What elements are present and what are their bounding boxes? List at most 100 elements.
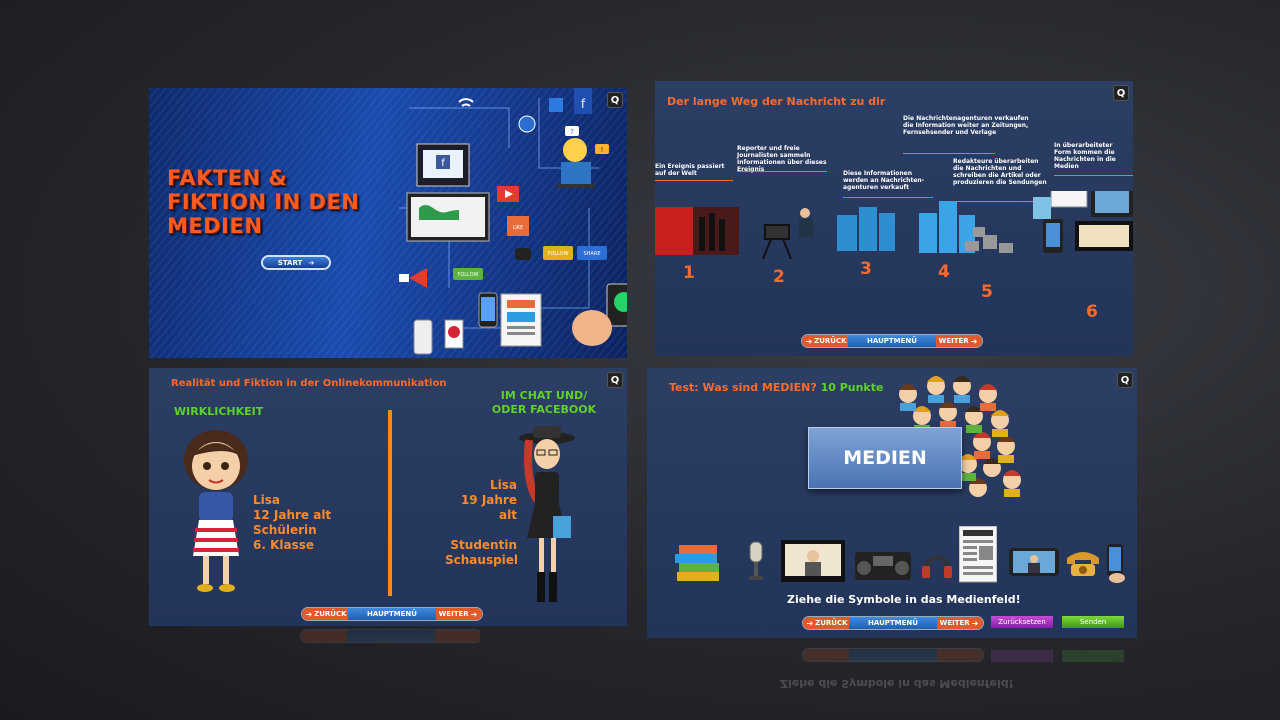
reflected-next xyxy=(937,649,983,661)
svg-text:!: ! xyxy=(601,146,604,154)
next-label: WEITER xyxy=(939,619,970,627)
arrow-left-icon: ➔ xyxy=(805,336,813,346)
step-4-number: 4 xyxy=(938,262,950,282)
quit-button[interactable]: Q xyxy=(1117,372,1133,388)
smartphone-icon[interactable] xyxy=(1105,544,1127,584)
step-6-number: 6 xyxy=(1086,302,1098,322)
info-line xyxy=(445,523,517,538)
lisa-real-info: Lisa 12 Jahre alt Schülerin 6. Klasse xyxy=(253,493,331,553)
send-label: Senden xyxy=(1079,618,1107,626)
send-button[interactable]: Senden xyxy=(1062,616,1124,628)
slide-realitaet-fiktion: Realität und Fiktion in der Onlinekommun… xyxy=(149,368,627,626)
step-line xyxy=(737,171,827,172)
arrow-left-icon: ➔ xyxy=(305,609,313,619)
start-button[interactable]: START ➔ xyxy=(261,255,331,270)
quit-label: Q xyxy=(1116,87,1126,99)
step-5-text: Redakteure überarbeiten die Nachrichten … xyxy=(953,158,1047,186)
title-text: Test: Was sind MEDIEN? xyxy=(669,381,817,394)
heading-line: ODER FACEBOOK xyxy=(491,403,597,416)
points-text: 10 Punkte xyxy=(820,381,884,394)
back-button[interactable]: ➔ZURÜCK xyxy=(802,335,848,347)
heading-line: IM CHAT UND/ xyxy=(500,389,588,402)
reflected-next xyxy=(435,630,480,642)
info-line: 12 Jahre alt xyxy=(253,508,332,522)
main-menu-button[interactable]: HAUPTMENÜ xyxy=(848,335,936,347)
info-line: 6. Klasse xyxy=(253,538,315,552)
quit-button[interactable]: Q xyxy=(1113,85,1129,101)
reflected-send xyxy=(1062,650,1124,662)
quit-button[interactable]: Q xyxy=(607,372,623,388)
back-label: ZURÜCK xyxy=(815,619,848,627)
divider-line xyxy=(388,410,392,596)
headphones-icon[interactable] xyxy=(921,548,953,580)
tablet-video-icon[interactable] xyxy=(1009,548,1059,578)
next-button[interactable]: WEITER➔ xyxy=(436,608,482,620)
slide-title: Realität und Fiktion in der Onlinekommun… xyxy=(171,378,447,389)
instruction-text: Ziehe die Symbole in das Medienfeld! xyxy=(787,593,1021,606)
next-button[interactable]: WEITER➔ xyxy=(936,335,982,347)
arrow-right-icon: ➔ xyxy=(470,609,478,619)
svg-text:LIKE: LIKE xyxy=(513,225,524,231)
step-line xyxy=(1054,175,1133,176)
title-line: FIKTION IN DEN xyxy=(167,190,360,214)
quit-button[interactable]: Q xyxy=(607,92,623,108)
info-line: Lisa xyxy=(253,493,280,507)
left-heading: WIRKLICHKEIT xyxy=(174,405,264,418)
slide-weg-der-nachricht: Der lange Weg der Nachricht zu dir Ein E… xyxy=(655,81,1133,356)
draggable-symbols-row xyxy=(669,526,1129,586)
main-menu-label: HAUPTMENÜ xyxy=(868,619,918,627)
reflected-nav-bar xyxy=(300,629,480,643)
medien-drop-zone[interactable]: MEDIEN xyxy=(808,427,962,489)
step-2-number: 2 xyxy=(773,267,785,287)
step-3-number: 3 xyxy=(860,259,872,279)
svg-text:FOLLOW: FOLLOW xyxy=(457,272,478,278)
step-5-number: 5 xyxy=(981,282,993,302)
main-menu-label: HAUPTMENÜ xyxy=(367,610,417,618)
right-heading: IM CHAT UND/ ODER FACEBOOK xyxy=(479,389,609,417)
next-label: WEITER xyxy=(938,337,969,345)
slide-fakten-fiktion: FAKTEN & FIKTION IN DEN MEDIEN START ➔ f… xyxy=(149,88,627,358)
books-icon[interactable] xyxy=(673,542,723,584)
info-line: Studentin xyxy=(450,538,517,552)
reset-button[interactable]: Zurücksetzen xyxy=(991,616,1053,628)
buttons-reflection xyxy=(800,646,1130,664)
microphone-icon[interactable] xyxy=(745,540,767,586)
next-label: WEITER xyxy=(438,610,469,618)
back-button[interactable]: ➔ZURÜCK xyxy=(302,608,348,620)
step-line xyxy=(843,197,933,198)
step-6-text: In überarbeiteter Form kommen die Nachri… xyxy=(1054,142,1116,170)
slide-nav-bar: ➔ZURÜCK HAUPTMENÜ WEITER➔ xyxy=(802,616,984,630)
main-menu-button[interactable]: HAUPTMENÜ xyxy=(849,617,937,629)
radio-icon[interactable] xyxy=(855,552,911,582)
slide-nav-bar: ➔ZURÜCK HAUPTMENÜ WEITER➔ xyxy=(801,334,983,348)
news-chain-illustration xyxy=(655,191,1133,260)
step-3-text: Diese Informationen werden an Nachrichte… xyxy=(843,170,925,191)
tv-news-icon[interactable] xyxy=(781,540,845,584)
title-line: FAKTEN & xyxy=(167,166,288,190)
reflected-reset xyxy=(991,650,1053,662)
info-line: Lisa xyxy=(490,478,517,492)
svg-text:?: ? xyxy=(570,128,574,136)
newspaper-icon[interactable] xyxy=(959,526,997,584)
reset-label: Zurücksetzen xyxy=(998,618,1046,626)
step-1-number: 1 xyxy=(683,263,695,283)
step-1-text: Ein Ereignis passiert auf der Welt xyxy=(655,163,725,177)
info-line: Schülerin xyxy=(253,523,317,537)
slide-nav-bar: ➔ZURÜCK HAUPTMENÜ WEITER➔ xyxy=(301,607,483,621)
nav-bar-reflection xyxy=(300,628,480,644)
svg-text:f: f xyxy=(581,97,586,111)
svg-text:SHARE: SHARE xyxy=(584,251,601,257)
hint-reflection: Ziehe die Symbole in das Medienfeld! xyxy=(780,670,1020,690)
step-2-text: Reporter und freie Journalisten sammeln … xyxy=(737,145,827,173)
background-pattern xyxy=(149,88,627,358)
arrow-right-icon: ➔ xyxy=(970,336,978,346)
next-button[interactable]: WEITER➔ xyxy=(937,617,983,629)
svg-text:FOLLOW: FOLLOW xyxy=(547,251,568,257)
reflected-nav-bar xyxy=(802,648,984,662)
step-line xyxy=(655,180,733,181)
back-button[interactable]: ➔ZURÜCK xyxy=(803,617,849,629)
info-line: 19 Jahre alt xyxy=(460,493,517,522)
back-label: ZURÜCK xyxy=(314,610,347,618)
telephone-icon[interactable] xyxy=(1065,548,1101,578)
main-menu-button[interactable]: HAUPTMENÜ xyxy=(348,608,436,620)
